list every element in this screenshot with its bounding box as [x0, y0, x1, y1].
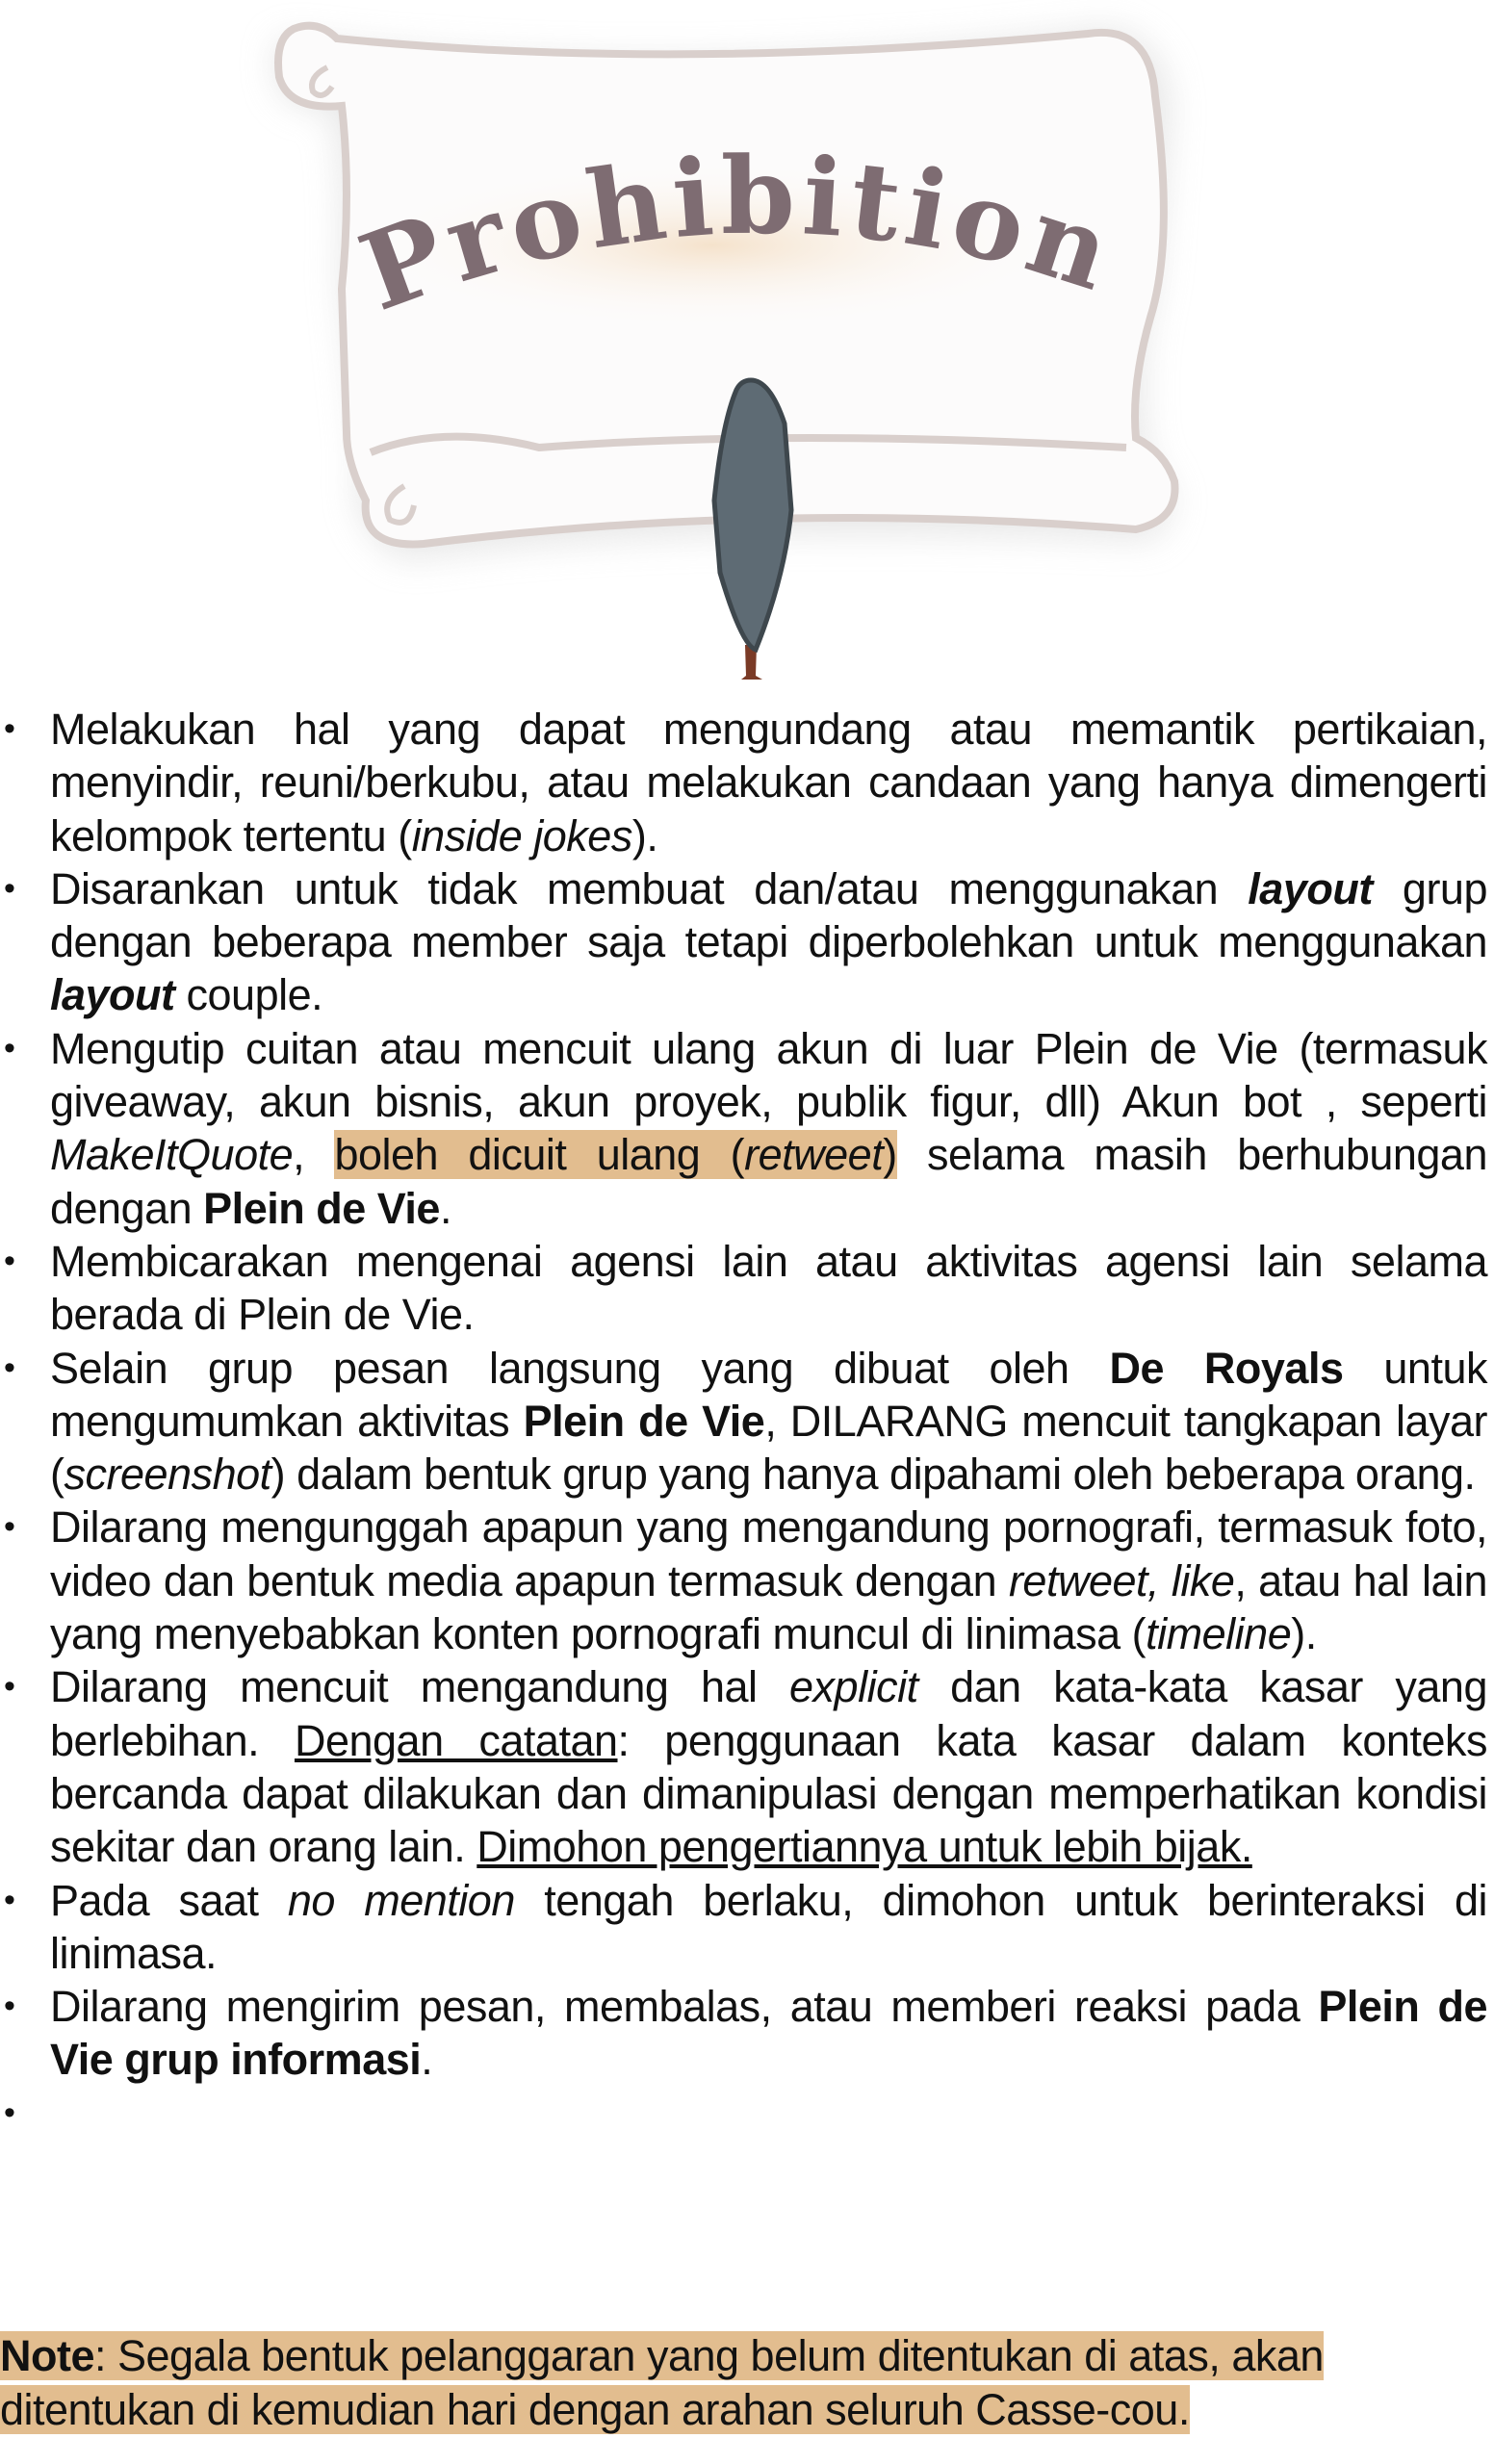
rule-text: . [439, 1183, 452, 1233]
rule-text: grup dengan beberapa member saja tetapi … [50, 863, 1488, 967]
scroll-icon [274, 21, 1179, 558]
rule-italic: screenshot [64, 1450, 272, 1500]
rule-bold: De Royals [1109, 1343, 1345, 1393]
rule-item-empty [0, 2087, 1487, 2141]
rule-text: boleh dicuit ulang ( [334, 1130, 745, 1180]
rule-text: Selain grup pesan langsung yang dibuat o… [50, 1343, 1110, 1393]
scroll-banner-illustration: Prohibition [274, 21, 1179, 680]
tree-icon [711, 377, 794, 680]
rule-text: Mengutip cuitan atau mencuit ulang akun … [50, 1023, 1488, 1127]
rule-text: ) [883, 1130, 897, 1180]
prohibition-list: Melakukan hal yang dapat mengundang atau… [0, 703, 1488, 2141]
rule-text: , atau hal lain yang menyebabkan konten … [50, 1555, 1488, 1659]
rule-text: Dilarang mengirim pesan, membalas, atau … [50, 1982, 1319, 2032]
rule-text: tengah berlaku, dimohon untuk berinterak… [50, 1875, 1488, 1978]
rule-bold: Plein de Vie [203, 1183, 440, 1233]
rule-italic: retweet [744, 1130, 884, 1180]
rule-italic: retweet, like [1008, 1555, 1235, 1605]
rule-text: selama masih berhubungan dengan [50, 1130, 1487, 1233]
rule-text: : penggunaan kata kasar dalam konteks be… [50, 1715, 1488, 1872]
rule-text: , DILARANG mencuit tangkapan layar ( [50, 1396, 1488, 1500]
rule-italic: layout [1248, 863, 1373, 913]
rule-item: Dilarang mengunggah apapun yang mengandu… [0, 1501, 1488, 1660]
rule-italic: layout [50, 970, 175, 1020]
rule-text: couple. [174, 970, 323, 1020]
rule-item: Dilarang mengirim pesan, membalas, atau … [0, 1980, 1488, 2087]
rule-item: Disarankan untuk tidak membuat dan/atau … [0, 862, 1488, 1022]
note-block: Note: Segala bentuk pelanggaran yang bel… [0, 2329, 1494, 2436]
rule-text: ). [631, 810, 658, 860]
rule-item: Mengutip cuitan atau mencuit ulang akun … [0, 1022, 1488, 1235]
rule-italic: no mention [287, 1875, 516, 1925]
rule-text: Dilarang mengunggah apapun yang mengandu… [50, 1502, 1488, 1605]
highlighted-text: boleh dicuit ulang (retweet) [334, 1130, 897, 1180]
rule-bold: Plein de Vie grup informasi [50, 1982, 1488, 2085]
rule-text: . [421, 2035, 433, 2085]
rule-italic: explicit [789, 1662, 918, 1712]
rule-item: Melakukan hal yang dapat mengundang atau… [0, 703, 1488, 862]
rule-text: , [293, 1130, 335, 1180]
rule-text: Pada saat [50, 1875, 288, 1925]
rule-text: untuk mengumumkan aktivitas [50, 1343, 1487, 1446]
rule-text: Melakukan hal yang dapat mengundang atau… [50, 705, 1488, 860]
rule-text: Dilarang mencuit mengandung hal [50, 1662, 790, 1712]
rule-item: Selain grup pesan langsung yang dibuat o… [0, 1342, 1488, 1502]
rule-item: Pada saat no mention tengah berlaku, dim… [0, 1874, 1488, 1981]
rule-italic: inside jokes [411, 810, 633, 860]
rule-text: ) dalam bentuk grup yang hanya dipahami … [270, 1450, 1476, 1500]
rule-italic: timeline [1146, 1609, 1292, 1659]
rule-text: dan kata-kata kasar yang berlebihan. [50, 1662, 1488, 1765]
rule-italic: MakeItQuote [50, 1130, 294, 1180]
note-text: : Segala bentuk pelanggaran yang belum d… [0, 2331, 1324, 2434]
note-label: Note [0, 2331, 95, 2380]
rule-underlined: Dimohon pengertiannya untuk lebih bijak. [477, 1822, 1252, 1872]
rule-item: Dilarang mencuit mengandung hal explicit… [0, 1660, 1488, 1873]
rule-text: Disarankan untuk tidak membuat dan/atau … [50, 863, 1249, 913]
rule-bold: Plein de Vie [523, 1396, 765, 1446]
rule-underlined: Dengan catatan [294, 1715, 618, 1765]
rule-text: Membicarakan mengenai agensi lain atau a… [50, 1236, 1488, 1340]
rule-item: Membicarakan mengenai agensi lain atau a… [0, 1235, 1488, 1342]
rule-text: ). [1291, 1609, 1317, 1659]
